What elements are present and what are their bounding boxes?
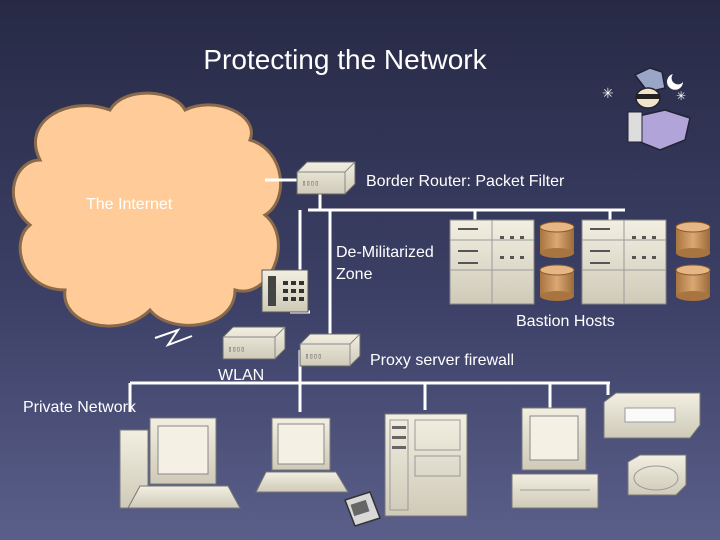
dmz-label-line2: Zone	[336, 266, 373, 283]
wlan-label: WLAN	[218, 367, 265, 384]
telephone-icon	[261, 269, 309, 313]
printer-icon	[603, 392, 701, 439]
private-network-label: Private Network	[23, 399, 136, 416]
slide-title: Protecting the Network	[203, 44, 487, 75]
svg-text:▯▯▯▯: ▯▯▯▯	[305, 352, 322, 360]
svg-text:▯▯▯▯: ▯▯▯▯	[302, 179, 319, 187]
svg-text:✳: ✳	[676, 89, 686, 103]
bastion-host-server-2	[581, 219, 667, 305]
desktop-computer-icon	[511, 407, 599, 509]
bastion-hosts-label: Bastion Hosts	[516, 313, 615, 330]
spy-clipart-icon: ✳ ✳	[602, 67, 691, 151]
lightning-icon	[154, 328, 193, 348]
proxy-firewall-label: Proxy server firewall	[370, 352, 515, 369]
database-icon	[539, 221, 575, 301]
border-router-label: Border Router: Packet Filter	[366, 173, 565, 190]
svg-text:▯▯▯▯: ▯▯▯▯	[228, 345, 245, 353]
border-router-icon: ▯▯▯▯	[296, 161, 356, 195]
scanner-icon	[627, 454, 687, 496]
svg-text:✳: ✳	[602, 86, 614, 102]
bastion-host-server-1	[449, 219, 535, 305]
dmz-label-line1: De-Militarized	[336, 244, 434, 261]
laptop-icon	[255, 417, 349, 493]
handheld-icon	[344, 491, 381, 527]
tower-server-icon	[384, 413, 468, 517]
wlan-access-point-icon: ▯▯▯▯	[222, 326, 286, 360]
database-icon	[675, 221, 711, 301]
desktop-computer-icon	[119, 417, 241, 509]
internet-label: The Internet	[86, 196, 173, 213]
proxy-router-icon: ▯▯▯▯	[299, 333, 361, 367]
